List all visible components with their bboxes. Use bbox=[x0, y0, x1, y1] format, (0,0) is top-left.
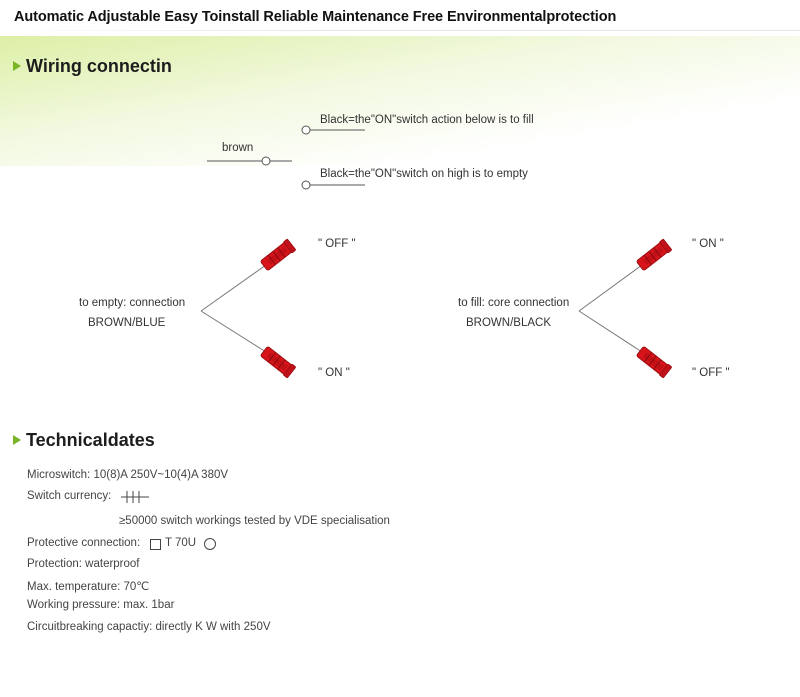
switch-top-label: Black=the"ON"switch action below is to f… bbox=[320, 114, 534, 126]
fill-float-diagram bbox=[578, 238, 673, 379]
tech-microswitch: Microswitch: 10(8)A 250V~10(4)A 380V bbox=[27, 469, 229, 481]
certification-mark-icon bbox=[204, 538, 216, 550]
tech-lifetime: ≥50000 switch workings tested by VDE spe… bbox=[119, 515, 390, 527]
tech-protective-label: Protective connection: bbox=[27, 537, 141, 549]
switch-bottom-label: Black=the"ON"switch on high is to empty bbox=[320, 168, 528, 180]
fill-wire-colors: BROWN/BLACK bbox=[466, 317, 551, 329]
empty-lower-state: " ON " bbox=[318, 367, 350, 379]
section-arrow-icon bbox=[13, 61, 21, 71]
protection-class-square-icon bbox=[150, 539, 161, 550]
section-background-band bbox=[0, 36, 800, 166]
switch-schematic bbox=[207, 125, 365, 190]
tech-switch-currency: Switch currency: bbox=[27, 490, 112, 502]
tech-max-temperature: Max. temperature: 70℃ bbox=[27, 581, 150, 593]
fill-upper-state: " ON " bbox=[692, 238, 724, 250]
tech-working-pressure: Working pressure: max. 1bar bbox=[27, 599, 175, 611]
empty-upper-state: " OFF " bbox=[318, 238, 356, 250]
fill-connection-label: to fill: core connection bbox=[458, 297, 570, 309]
empty-float-diagram bbox=[200, 238, 297, 379]
empty-wire-colors: BROWN/BLUE bbox=[88, 317, 166, 329]
contact-symbol-icon bbox=[121, 491, 149, 503]
fill-lower-state: " OFF " bbox=[692, 367, 730, 379]
wiring-heading: Wiring connectin bbox=[26, 56, 172, 76]
page-title: Automatic Adjustable Easy Toinstall Reli… bbox=[14, 9, 617, 25]
empty-connection-label: to empty: connection bbox=[79, 297, 186, 309]
header-divider bbox=[0, 30, 800, 31]
tech-circuit-capacity: Circuitbreaking capactiy: directly K W w… bbox=[27, 621, 271, 633]
section-arrow-icon bbox=[13, 435, 21, 445]
tech-protection: Protection: waterproof bbox=[27, 558, 140, 570]
tech-protective-value: T 70U bbox=[165, 537, 197, 549]
tech-heading: Technicaldates bbox=[26, 430, 155, 450]
brown-wire-label: brown bbox=[222, 142, 254, 154]
